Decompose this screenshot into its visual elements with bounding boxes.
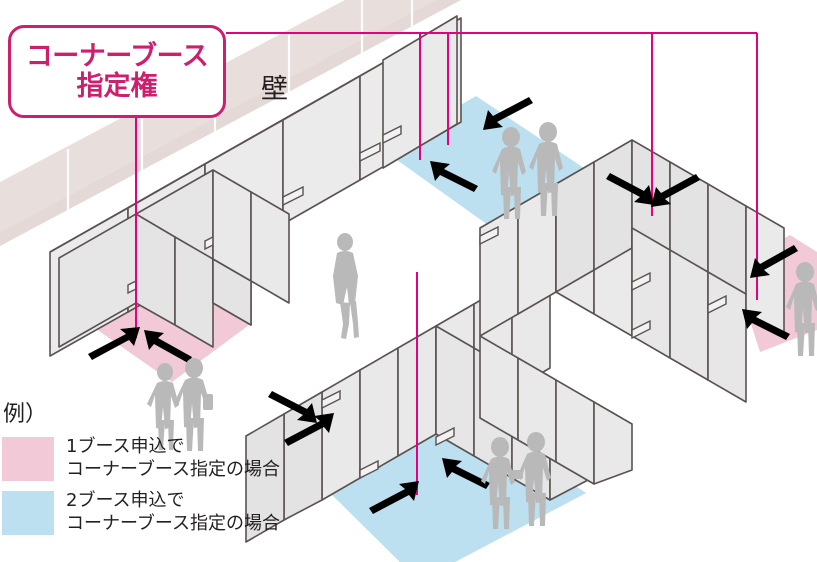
arrow-center-left-b (284, 413, 334, 446)
person-walking-center (333, 233, 359, 339)
person-pair-left-a (147, 363, 179, 450)
callout-line-2: 指定権 (76, 70, 158, 101)
direction-arrows (88, 97, 798, 514)
arrow-left-pink-b (144, 330, 192, 363)
arrow-center-left (268, 391, 317, 423)
panel-corner-left-booth-b (212, 169, 290, 304)
panel-island-right-cross (631, 227, 747, 403)
legend-item-2-booth: 2ブース申込で コーナーブース指定の場合 (2, 489, 280, 536)
panel-tabs-island-right (479, 225, 727, 340)
panel-island-right-lower (479, 335, 633, 485)
arrow-top-blue-a (483, 97, 533, 130)
person-pair-topblue-b (529, 122, 563, 216)
panel-run-back-wall-top-edge (49, 31, 438, 253)
legend-text-pink-line-2: コーナーブース指定の場合 (66, 459, 281, 481)
panel-island-center-right (245, 391, 323, 543)
arrow-left-pink-a (88, 327, 140, 360)
legend-swatch-blue (2, 491, 54, 536)
legend: 例） 1ブース申込で コーナーブース指定の場合 2ブース申込で コーナーブース指… (2, 404, 280, 543)
legend-text-blue: 2ブース申込で コーナーブース指定の場合 (66, 489, 280, 535)
pointer-lines (135, 32, 758, 495)
person-pair-topblue-a (492, 127, 526, 219)
legend-text-blue-line-1: 2ブース申込で (66, 490, 185, 512)
panel-corner-left-booth (135, 213, 252, 348)
arrow-right-island-b (651, 174, 700, 207)
panel-island-right-back (555, 139, 747, 315)
legend-item-1-booth: 1ブース申込で コーナーブース指定の場合 (2, 435, 280, 481)
person-pair-bottomblue-a (481, 437, 523, 529)
arrow-bottom-blue-b (442, 458, 490, 489)
arrow-right-island-a (606, 173, 654, 205)
person-pair-bottomblue-b (517, 432, 551, 526)
arrow-bottom-blue-a (369, 481, 419, 514)
floor-booth-bottom-blue (321, 404, 586, 562)
callout-line-1: コーナーブース (25, 41, 209, 72)
legend-text-pink-line-1: 1ブース申込で (66, 436, 185, 457)
arrow-right-pink-b (742, 309, 790, 340)
person-pair-left-b (174, 358, 213, 451)
legend-text-pink: 1ブース申込で コーナーブース指定の場合 (66, 435, 280, 481)
legend-text-blue-line-2: コーナーブース指定の場合 (66, 513, 281, 535)
legend-title: 例） (3, 402, 48, 427)
people-silhouettes (147, 122, 817, 529)
person-right-pink (786, 262, 817, 356)
arrow-right-pink-a (750, 245, 798, 278)
callout-corner-booth-right: コーナーブース 指定権 (8, 25, 226, 118)
wall-label: 壁 (261, 74, 288, 105)
arrow-top-blue-b (430, 161, 478, 192)
panel-tabs-top-blue (382, 124, 402, 145)
legend-swatch-pink (2, 437, 54, 481)
